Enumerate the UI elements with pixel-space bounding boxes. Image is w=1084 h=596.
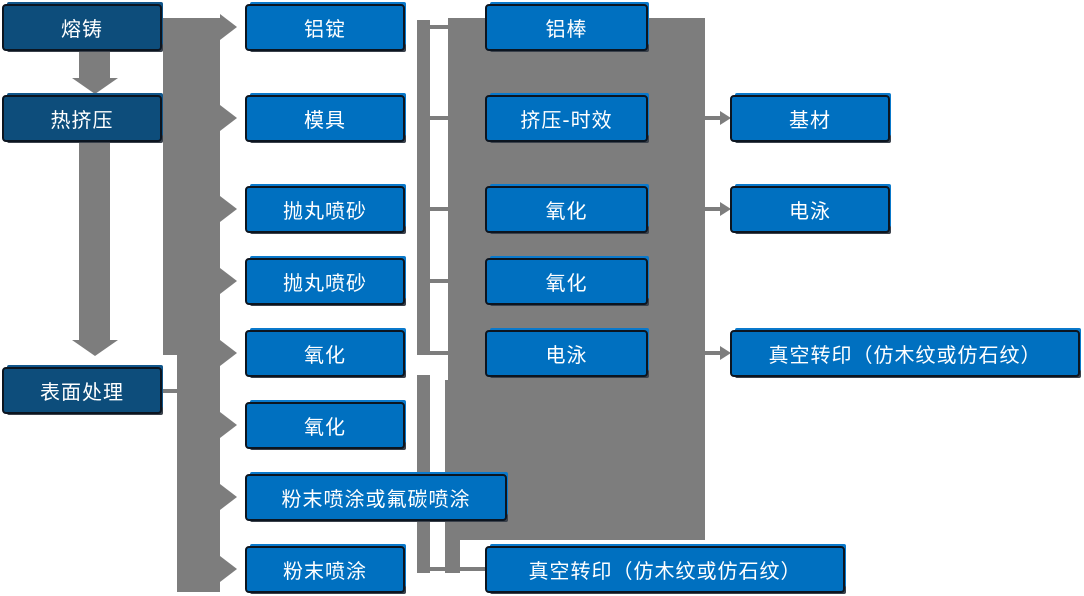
node-vacuum-transfer-1: 真空转印（仿木纹或仿石纹）: [485, 546, 845, 593]
node-oxidation-2: 氧化: [245, 402, 405, 449]
connector-line-to-vacuum-transfer: [703, 351, 721, 355]
connector-spine-seg2: [79, 142, 110, 340]
node-melting-casting: 熔铸: [2, 4, 162, 51]
node-oxidation-3: 氧化: [485, 186, 648, 233]
node-extrusion-aging: 挤压-时效: [485, 95, 648, 142]
connector-row-link-1: [430, 25, 448, 29]
node-mold: 模具: [245, 95, 405, 142]
connector-row-link-2: [430, 116, 448, 120]
node-oxidation-1: 氧化: [245, 330, 405, 377]
node-shot-blasting-2: 抛丸喷砂: [245, 258, 405, 305]
connector-surface-treatment-feed: [162, 389, 178, 393]
connector-line-to-base-material: [703, 116, 721, 120]
connector-row-link-4: [430, 279, 448, 283]
connector-main-band-lower: [177, 355, 220, 592]
node-shot-blasting-1: 抛丸喷砂: [245, 186, 405, 233]
arrowhead-to-oxidation-2: [220, 412, 237, 438]
node-aluminum-rod: 铝棒: [485, 4, 648, 51]
arrowhead-to-electrophoresis: [720, 202, 731, 216]
arrowhead-to-powder-or-fluorocarbon: [220, 484, 237, 510]
connector-main-band-upper: [163, 18, 220, 355]
connector-row-link-5: [430, 351, 448, 355]
node-electrophoresis-2: 电泳: [730, 186, 890, 233]
connector-row-link-bottom: [430, 567, 485, 571]
arrowhead-to-shot-blasting-2: [220, 268, 237, 294]
node-base-material: 基材: [730, 95, 890, 142]
connector-spine-seg1: [79, 51, 110, 78]
node-hot-extrusion: 热挤压: [2, 95, 162, 142]
node-electrophoresis-1: 电泳: [485, 330, 648, 377]
connector-row-link-3: [430, 207, 448, 211]
node-powder-coating: 粉末喷涂: [245, 546, 405, 593]
node-powder-or-fluorocarbon-coating: 粉末喷涂或氟碳喷涂: [245, 474, 507, 521]
arrowhead-to-mold: [220, 105, 237, 131]
arrowhead-to-base-material: [720, 111, 731, 125]
node-aluminum-ingot: 铝锭: [245, 4, 405, 51]
arrowhead-down-surface-treatment: [72, 340, 118, 356]
arrowhead-to-shot-blasting-1: [220, 196, 237, 222]
arrowhead-down-hot-extrusion: [72, 78, 118, 94]
node-surface-treatment: 表面处理: [2, 367, 162, 414]
node-vacuum-transfer-2: 真空转印（仿木纹或仿石纹）: [730, 330, 1080, 377]
arrowhead-to-powder-coating: [220, 556, 237, 582]
arrowhead-to-aluminum-ingot: [220, 14, 237, 40]
connector-line-to-electrophoresis: [703, 207, 721, 211]
node-oxidation-4: 氧化: [485, 258, 648, 305]
connector-bus-bar-upper: [417, 20, 430, 355]
arrowhead-to-oxidation-1: [220, 340, 237, 366]
arrowhead-to-vacuum-transfer: [720, 346, 731, 360]
